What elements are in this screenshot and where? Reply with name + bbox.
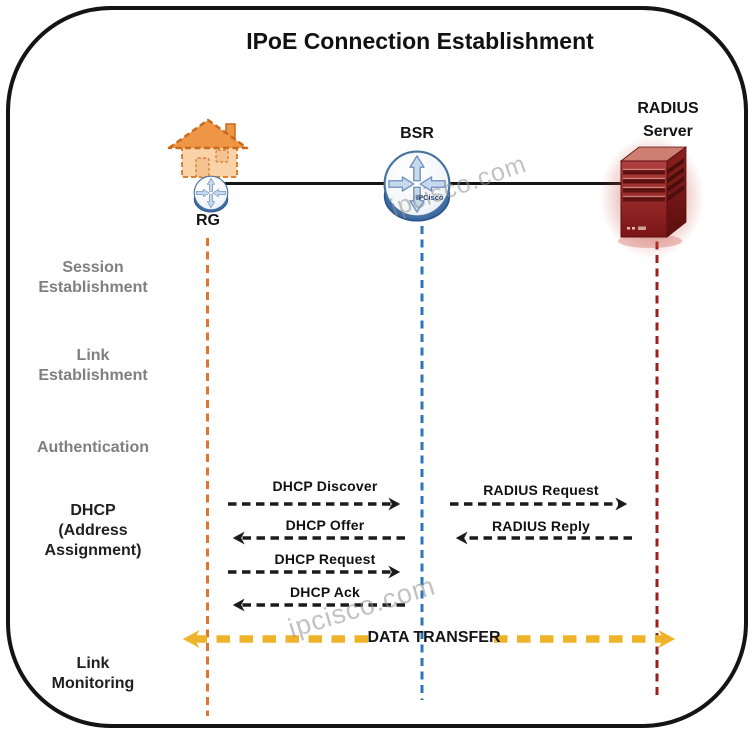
dhcp-request-label: DHCP Request <box>274 551 376 567</box>
diagram-border <box>6 6 748 728</box>
dhcp-discover-label: DHCP Discover <box>272 478 378 494</box>
dhcp-offer-label: DHCP Offer <box>285 517 365 533</box>
data-transfer-label: DATA TRANSFER <box>367 629 501 646</box>
bsr-router-badge: IPCisco <box>416 193 444 202</box>
phase-authentication: Authentication <box>37 439 149 456</box>
radius-request-label: RADIUS Request <box>483 482 599 498</box>
phase-dhcp-address-assignment: DHCP (Address Assignment) <box>44 502 142 559</box>
dhcp-ack-label: DHCP Ack <box>289 584 361 600</box>
phase-link-establishment: Link Establishment <box>38 347 148 384</box>
rg-label: RG <box>196 212 220 229</box>
radius-reply-label: RADIUS Reply <box>491 518 591 534</box>
radius-server-label-line1: RADIUS <box>637 100 699 117</box>
page-title: IPoE Connection Establishment <box>246 28 594 54</box>
bsr-label: BSR <box>400 125 434 142</box>
rg-router-icon <box>193 175 229 213</box>
phase-link-monitoring: Link Monitoring <box>51 655 135 692</box>
home-icon <box>167 118 249 178</box>
radius-server-label-line2: Server <box>643 123 693 140</box>
radius-server-icon <box>600 135 704 259</box>
phase-session-establishment: Session Establishment <box>38 259 148 296</box>
radius-server-label: RADIUS Server <box>626 97 710 143</box>
